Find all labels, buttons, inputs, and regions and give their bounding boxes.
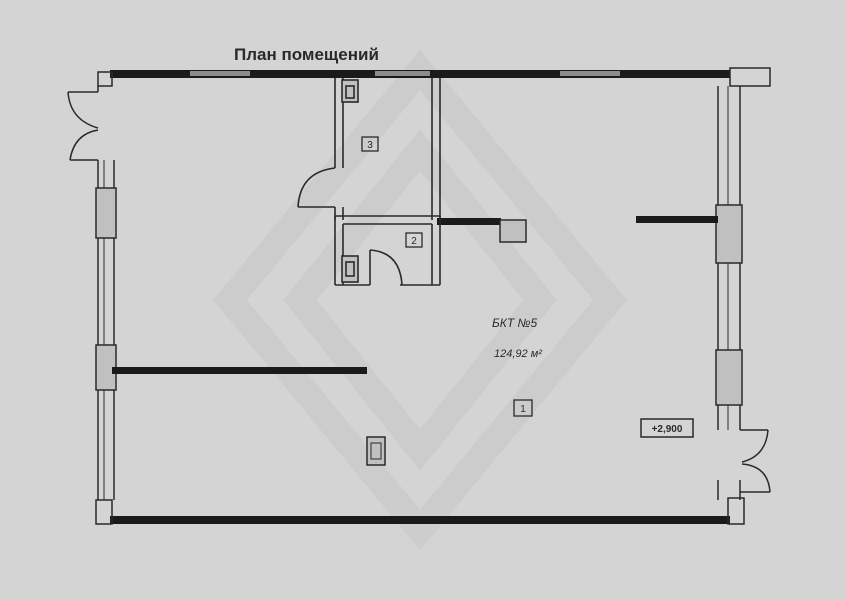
top-window-3	[560, 71, 620, 76]
elevation-value: +2,900	[652, 424, 683, 435]
top-window-1	[190, 71, 250, 76]
left-pier-1	[95, 187, 117, 239]
partition-right	[636, 216, 718, 223]
right-pier-1	[715, 204, 743, 264]
right-pier-2	[715, 349, 743, 406]
room-tag-2: 2	[405, 232, 423, 248]
corner-bottom-right	[727, 497, 745, 525]
outer-walls	[95, 67, 771, 525]
partition-center	[437, 218, 501, 225]
room-3-walls	[297, 78, 441, 220]
room-number-1: 1	[520, 404, 526, 415]
interior-partitions	[112, 216, 718, 374]
door-right-entrance	[740, 429, 771, 493]
watermark	[213, 49, 627, 551]
plan-title: План помещений	[234, 45, 379, 64]
room-2-walls	[334, 215, 441, 286]
top-window-2	[375, 71, 430, 76]
unit-name: БКТ №5	[492, 316, 538, 330]
room-tag-3: 3	[361, 136, 379, 152]
unit-area: 124,92 м²	[494, 348, 542, 360]
room-tag-1: 1	[513, 399, 533, 417]
column	[366, 436, 386, 466]
elevation-mark: +2,900	[640, 418, 694, 438]
corner-top-left	[97, 71, 113, 87]
bottom-wall	[110, 516, 730, 524]
room-number-2: 2	[411, 236, 417, 247]
corner-top-right	[729, 67, 771, 87]
service-shaft	[499, 219, 527, 243]
door-left-entrance	[67, 91, 99, 161]
partition-left	[112, 367, 367, 374]
room-number-3: 3	[367, 140, 373, 151]
corner-bottom-left	[95, 499, 113, 525]
